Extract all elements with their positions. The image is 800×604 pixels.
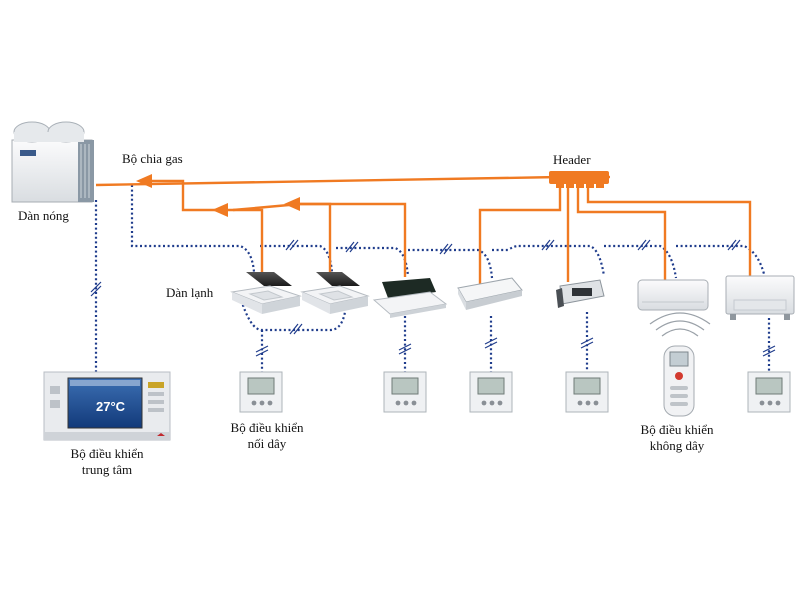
header-manifold — [549, 171, 609, 188]
indoor-unit-cassette-slim — [372, 278, 448, 318]
wired-remote-2 — [383, 371, 427, 413]
wired-remote-5 — [747, 371, 791, 413]
gas-splitter-label: Bộ chia gas — [122, 151, 183, 166]
central-controller-label-line2: trung tâm — [81, 462, 133, 477]
indoor-unit-ceiling-suspended — [457, 277, 523, 310]
indoor-unit-cassette-2 — [300, 272, 370, 314]
indoor-unit-floor-standing — [725, 275, 795, 320]
wireless-remote-label: Bộ điều khiển không dây — [622, 422, 732, 454]
signal-waves-icon — [649, 312, 711, 337]
control-wiring — [94, 185, 771, 372]
wireless-remote-label-line2: không dây — [649, 438, 705, 453]
wired-remote-label: Bộ điều khiển nối dây — [212, 420, 322, 452]
wired-remote-1 — [239, 371, 283, 413]
wired-remote-label-line1: Bộ điều khiển — [230, 420, 304, 435]
outdoor-unit-label: Dàn nóng — [18, 208, 69, 223]
header-label: Header — [553, 152, 591, 167]
central-controller-label: Bộ điều khiển trung tâm — [44, 446, 170, 478]
indoor-units-label: Dàn lạnh — [166, 285, 214, 300]
wired-remote-3 — [469, 371, 513, 413]
central-controller-label-line1: Bộ điều khiển — [70, 446, 144, 461]
outdoor-unit — [11, 121, 94, 203]
wire-break-ticks — [90, 239, 776, 357]
gas-splitter-joint-3 — [284, 197, 300, 211]
indoor-unit-wall-mounted — [637, 279, 709, 311]
wired-remote-4 — [565, 371, 609, 413]
central-controller: 27°C — [43, 371, 171, 441]
gas-splitter-joint-2 — [212, 203, 228, 217]
indoor-unit-ducted — [556, 279, 605, 308]
wireless-remote — [649, 312, 711, 417]
refrigerant-piping — [95, 175, 752, 284]
central-screen-temperature: 27°C — [96, 399, 126, 414]
wired-remote-label-line2: nối dây — [247, 436, 287, 451]
indoor-unit-cassette-1 — [230, 272, 302, 314]
gas-splitter-joints — [136, 174, 300, 217]
wireless-remote-label-line1: Bộ điều khiển — [640, 422, 714, 437]
gas-splitter-joint-main — [136, 174, 152, 188]
